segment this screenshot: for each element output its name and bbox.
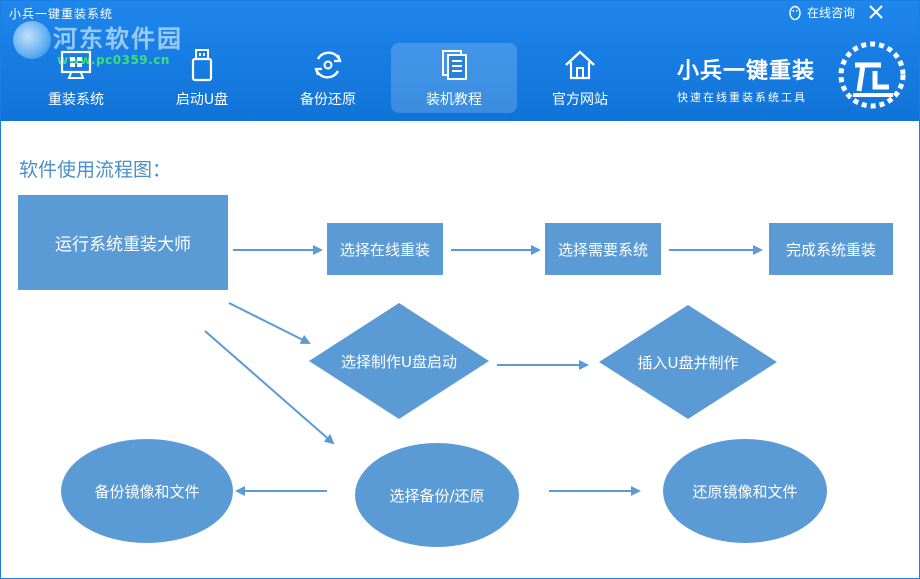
flow-node-make-usb-label: 选择制作U盘启动 bbox=[341, 352, 457, 371]
nav-label: 备份还原 bbox=[300, 92, 356, 108]
nav-label: 启动U盘 bbox=[175, 92, 229, 108]
header-bar: 小兵一键重装系统 河东软件园 www.pc0359.cn 在线咨询 bbox=[1, 1, 919, 121]
section-title: 软件使用流程图： bbox=[19, 159, 172, 181]
nav-item-official-site[interactable]: 官方网站 bbox=[517, 43, 643, 113]
online-consult-button[interactable]: 在线咨询 bbox=[787, 4, 855, 21]
flow-node-choose-backup: 选择备份/还原 bbox=[355, 443, 519, 547]
main-nav: 重装系统 启动U盘 备份还原 bbox=[13, 43, 643, 113]
flow-node-finish-reinstall: 完成系统重装 bbox=[769, 223, 893, 275]
nav-label: 装机教程 bbox=[426, 92, 482, 108]
main-content: 软件使用流程图： 运行系统重装大师 选择在线重装 选择需要系统 完成系统重装 bbox=[1, 121, 919, 578]
usb-drive-icon bbox=[191, 49, 213, 82]
close-icon bbox=[869, 5, 883, 19]
watermark-name: 河东软件园 bbox=[53, 25, 183, 53]
backup-restore-icon bbox=[314, 51, 342, 79]
close-button[interactable] bbox=[865, 3, 887, 23]
document-icon bbox=[442, 50, 467, 80]
flow-node-insert-usb: 插入U盘并制作 bbox=[599, 305, 777, 419]
nav-label: 重装系统 bbox=[48, 92, 104, 108]
flow-node-insert-usb-label: 插入U盘并制作 bbox=[637, 353, 739, 372]
brand-block: 小兵一键重装 快速在线重装系统工具 bbox=[677, 53, 815, 105]
penguin-icon bbox=[789, 5, 801, 20]
flow-node-online-reinstall: 选择在线重装 bbox=[327, 223, 443, 275]
flow-node-start: 运行系统重装大师 bbox=[18, 195, 228, 290]
online-consult-label: 在线咨询 bbox=[807, 6, 856, 20]
nav-item-tutorial[interactable]: 装机教程 bbox=[391, 43, 517, 113]
brand-logo-icon bbox=[838, 41, 906, 109]
brand-title: 小兵一键重装 bbox=[677, 59, 816, 84]
app-title: 小兵一键重装系统 bbox=[9, 7, 114, 21]
monitor-icon bbox=[60, 50, 92, 79]
brand-subtitle: 快速在线重装系统工具 bbox=[677, 91, 807, 104]
watermark-logo-icon bbox=[13, 21, 51, 59]
watermark: 河东软件园 www.pc0359.cn bbox=[7, 15, 217, 71]
nav-label: 官方网站 bbox=[552, 92, 608, 108]
flow-node-backup-files: 备份镜像和文件 bbox=[61, 439, 233, 543]
flow-node-make-usb: 选择制作U盘启动 bbox=[309, 303, 489, 419]
nav-item-reinstall[interactable]: 重装系统 bbox=[13, 43, 139, 113]
watermark-url: www.pc0359.cn bbox=[57, 53, 170, 67]
flow-node-choose-system: 选择需要系统 bbox=[545, 223, 661, 275]
flow-node-restore-files: 还原镜像和文件 bbox=[663, 439, 827, 543]
home-icon bbox=[565, 50, 595, 80]
nav-item-backup-restore[interactable]: 备份还原 bbox=[265, 43, 391, 113]
nav-item-usb-boot[interactable]: 启动U盘 bbox=[139, 43, 265, 113]
